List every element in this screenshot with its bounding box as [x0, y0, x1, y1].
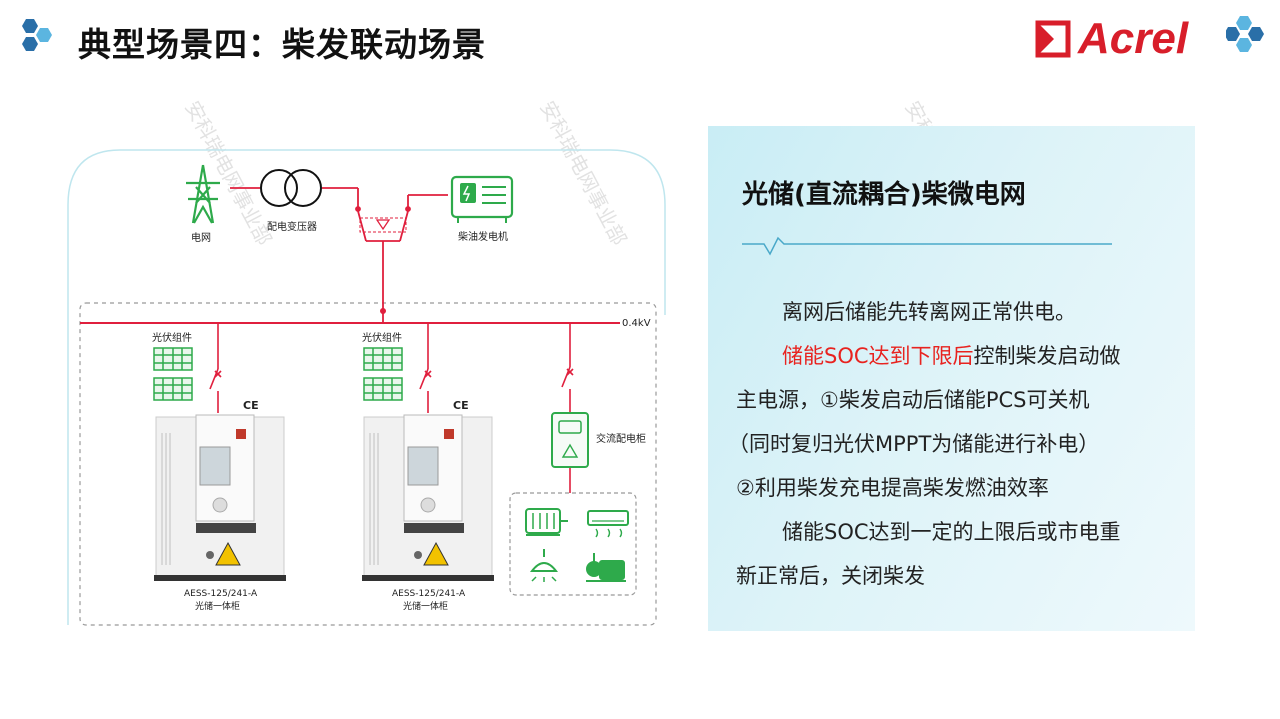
paragraph-2: 储能SOC达到下限后控制柴发启动做: [736, 334, 1176, 378]
grid-tower-icon: [186, 164, 220, 224]
cabinet-name: 光储一体柜: [195, 600, 240, 612]
motor-load-icon: [525, 508, 568, 536]
ac-distribution-cabinet-icon: [551, 412, 589, 468]
storage-cabinet-icon: [154, 414, 286, 581]
paragraph-3: 主电源，①柴发启动后储能PCS可关机: [736, 388, 1090, 412]
bus-voltage-label: 0.4kV: [622, 318, 651, 329]
microgrid-diagram: 电网 配电变压器 柴油发电机 0.4kV 光伏组件: [67, 149, 666, 626]
paragraph-2-text: 控制柴发启动做: [973, 344, 1121, 368]
hexagon-cluster-icon: [22, 19, 52, 51]
page-title: 典型场景四：柴发联动场景: [78, 25, 486, 64]
paragraph-6: 储能SOC达到一定的上限后或市电重: [782, 520, 1121, 544]
acrel-logo: Acrel: [1034, 14, 1188, 64]
ac-cabinet-label: 交流配电柜: [596, 432, 646, 445]
diesel-generator-icon: [450, 175, 514, 223]
hexagon-cluster-icon: [1226, 16, 1264, 52]
water-pump-icon: [586, 553, 626, 582]
lamp-icon: [529, 549, 559, 582]
cabinet-model: AESS-125/241-A: [184, 589, 258, 599]
cabinet-model: AESS-125/241-A: [392, 589, 466, 599]
ce-mark: CE: [453, 399, 469, 412]
description-panel: 光储(直流耦合)柴微电网 离网后储能先转离网正常供电。 储能SOC达到下限后控制…: [708, 126, 1195, 631]
generator-label: 柴油发电机: [458, 230, 508, 243]
transfer-switch-icon: [355, 206, 411, 242]
cabinet-name: 光储一体柜: [403, 600, 448, 612]
highlight-text: 储能SOC达到下限后: [782, 344, 974, 368]
paragraph-1: 离网后储能先转离网正常供电。: [736, 290, 1176, 334]
acrel-logo-icon: [1035, 20, 1071, 58]
grid-label: 电网: [191, 231, 211, 244]
storage-cabinet-icon: [362, 414, 494, 581]
ce-mark: CE: [243, 399, 259, 412]
paragraph-5: ②利用柴发充电提高柴发燃油效率: [736, 476, 1049, 500]
paragraph-4: （同时复归光伏MPPT为储能进行补电）: [728, 432, 1100, 456]
solar-panel-icon: [363, 347, 403, 401]
transformer-label: 配电变压器: [267, 220, 317, 233]
logo-text: Acrel: [1078, 14, 1189, 63]
transformer-icon: [260, 169, 322, 207]
pv-label: 光伏组件: [362, 331, 402, 344]
pv-label: 光伏组件: [152, 331, 192, 344]
air-conditioner-icon: [587, 510, 629, 538]
solar-panel-icon: [153, 347, 193, 401]
panel-title: 光储(直流耦合)柴微电网: [742, 180, 1026, 210]
paragraph-1-text: 离网后储能先转离网正常供电。: [782, 300, 1076, 324]
paragraph-7: 新正常后，关闭柴发: [736, 564, 925, 588]
wave-divider: [742, 236, 1112, 256]
